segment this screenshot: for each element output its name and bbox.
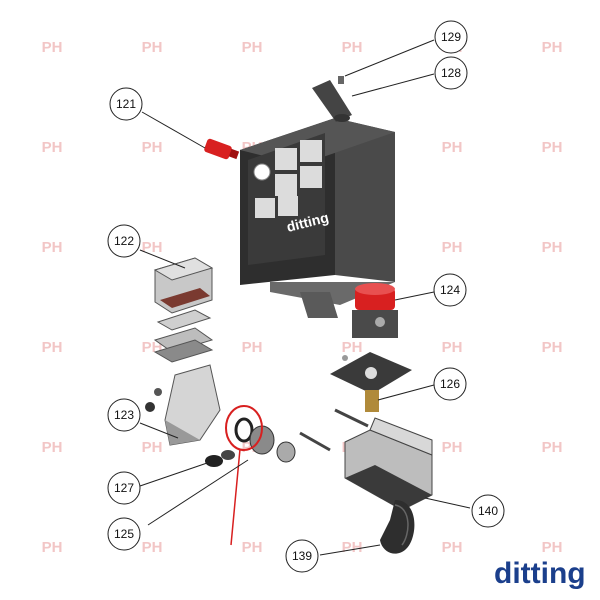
callout-140: 140 [471, 494, 505, 528]
watermark-mark: PH [342, 539, 363, 556]
callout-125: 125 [107, 517, 141, 551]
callout-129-label: 129 [441, 30, 461, 44]
grinder-cabinet: ditting [240, 118, 395, 318]
watermark-mark: PH [242, 339, 263, 356]
burr-carrier-parts [205, 405, 331, 546]
watermark-mark: PH [142, 439, 163, 456]
watermark-mark: PH [542, 239, 563, 256]
mount-plate-part [330, 352, 412, 428]
watermark-mark: PH [442, 139, 463, 156]
callout-123: 123 [107, 398, 141, 432]
watermark-mark: PH [442, 239, 463, 256]
watermark-mark: PH [342, 39, 363, 56]
switch-box-part [153, 257, 214, 331]
red-motor-part [352, 283, 398, 338]
highlight-ring [225, 405, 263, 451]
callout-leader-lines [139, 39, 471, 556]
callout-121: 121 [109, 87, 143, 121]
watermark-mark: PH [42, 339, 63, 356]
callout-125-label: 125 [114, 527, 134, 541]
ditting-logo: ditting [494, 557, 586, 590]
callout-126-label: 126 [440, 377, 460, 391]
handle-part [380, 500, 415, 554]
highlight-pointer [230, 448, 241, 546]
watermark-mark: PH [42, 139, 63, 156]
red-fuse-part [204, 138, 240, 160]
callout-123-label: 123 [114, 408, 134, 422]
chute-part [145, 327, 221, 446]
callout-121-label: 121 [116, 97, 136, 111]
watermark-mark: PH [342, 339, 363, 356]
watermark-mark: PH [542, 39, 563, 56]
watermark-mark: PH [142, 539, 163, 556]
top-cap-part [312, 76, 352, 122]
watermark-mark: PH [142, 39, 163, 56]
callout-127-label: 127 [114, 481, 134, 495]
watermark-mark: PH [42, 539, 63, 556]
callout-140-label: 140 [478, 504, 498, 518]
watermark-mark: PH [242, 539, 263, 556]
watermark-mark: PH [42, 239, 63, 256]
callout-126: 126 [433, 367, 467, 401]
watermark-mark: PH [42, 39, 63, 56]
callout-124-label: 124 [440, 283, 460, 297]
callout-124: 124 [433, 273, 467, 307]
callout-139-label: 139 [292, 549, 312, 563]
watermark-mark: PH [442, 339, 463, 356]
callout-128-label: 128 [441, 66, 461, 80]
watermark-mark: PH [142, 139, 163, 156]
callout-139: 139 [285, 539, 319, 573]
watermark-mark: PH [442, 539, 463, 556]
callout-128: 128 [434, 56, 468, 90]
watermark-mark: PH [542, 139, 563, 156]
bracket-part [344, 417, 433, 511]
watermark-mark: PH [542, 339, 563, 356]
watermark-mark: PH [42, 439, 63, 456]
watermark-mark: PH [242, 39, 263, 56]
callout-129: 129 [434, 20, 468, 54]
watermark-mark: PH [142, 239, 163, 256]
callout-122: 122 [107, 224, 141, 258]
callout-127: 127 [107, 471, 141, 505]
callout-122-label: 122 [114, 234, 134, 248]
watermark-mark: PH [542, 439, 563, 456]
watermark-mark: PH [442, 439, 463, 456]
callout-balloons: 121 122 123 124 125 126 127 128 129 139 … [107, 20, 505, 573]
watermark-mark: PH [542, 539, 563, 556]
